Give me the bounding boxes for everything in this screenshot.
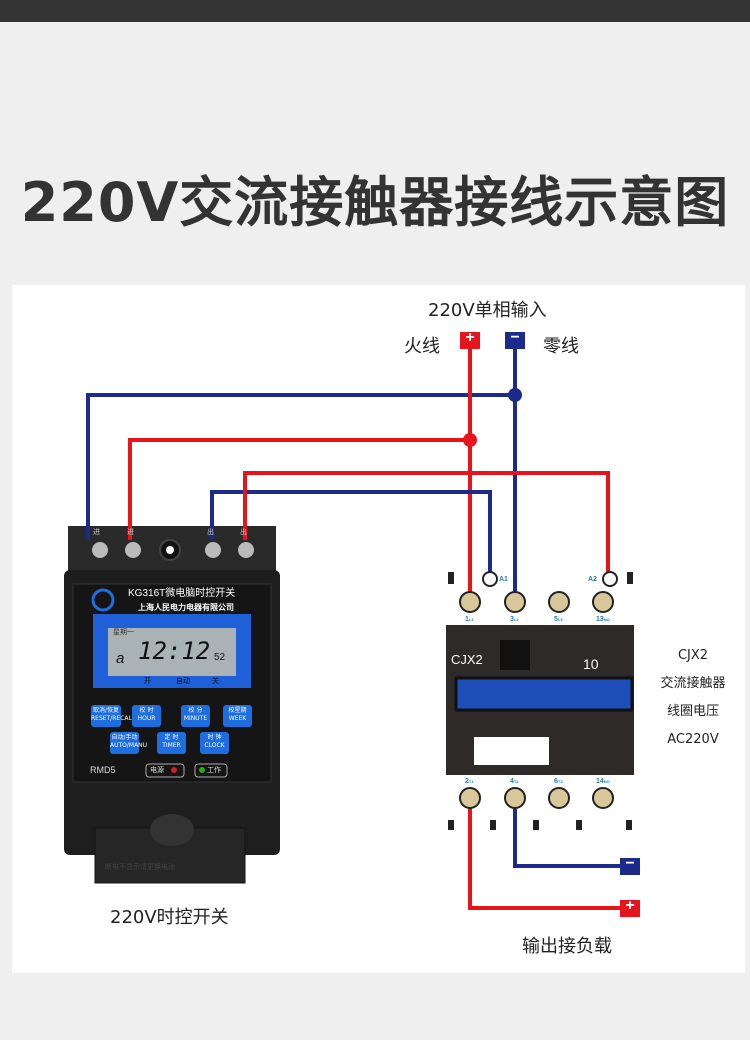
terminal-label: 出 <box>207 528 214 536</box>
plus-symbol: + <box>625 897 635 914</box>
contactor-desc-line: 交流接触器 <box>660 676 726 691</box>
top-bar <box>0 0 750 22</box>
terminal-label: 13NO <box>596 615 610 624</box>
contactor-desc-line: CJX2 <box>677 648 709 663</box>
timer-model: KG316T微电脑时控开关 <box>128 588 236 599</box>
terminal-label: 5L3 <box>554 615 563 624</box>
terminal-number: 3 <box>510 616 514 623</box>
junction-dot <box>463 433 477 447</box>
terminal-sub: T1 <box>468 779 474 784</box>
input-label: 220V单相输入 <box>428 300 547 321</box>
terminal-sub: T2 <box>513 779 519 784</box>
lcd-time: 12:12 <box>138 637 211 665</box>
button-en: AUTO/MANU <box>110 742 148 749</box>
terminal-label: 3L2 <box>510 615 519 624</box>
work-indicator-label: 工作 <box>207 766 221 774</box>
contactor-description: CJX2 交流接触器 线圈电压 AC220V <box>638 642 748 754</box>
button-cn: 定 时 <box>164 734 179 741</box>
junction-dot <box>508 388 522 402</box>
lcd-seconds: 52 <box>214 652 226 663</box>
neutral-wire-output <box>513 798 625 868</box>
button-en: RESET/RECALL <box>91 715 136 722</box>
page-title: 220V交流接触器接线示意图 <box>20 171 730 234</box>
terminal-sub: L2 <box>513 617 519 622</box>
live-wire-output <box>468 798 625 910</box>
terminal-sub: NO <box>603 617 610 622</box>
coil-a1-label: A1 <box>499 576 508 583</box>
neutral-input-icon <box>505 332 525 349</box>
neutral-wire-coil-a1 <box>210 490 492 578</box>
terminal-label: 4T2 <box>510 777 519 786</box>
button-cn: 校星期 <box>228 707 247 714</box>
wires <box>86 348 625 910</box>
terminal-label: 出 <box>240 528 247 536</box>
lcd-state-off: 关 <box>212 678 219 685</box>
terminal-label: 14NO <box>596 777 610 786</box>
lcd-state-auto: 自动 <box>176 678 190 685</box>
terminal-label: 1L1 <box>465 615 474 624</box>
button-cn: 校 时 <box>139 707 154 714</box>
button-cn: 校 分 <box>188 707 203 714</box>
minus-symbol: − <box>510 329 520 346</box>
lcd-state-on: 开 <box>144 678 151 685</box>
lcd-weekday: 星期一 <box>113 629 134 636</box>
output-neutral-icon <box>620 858 640 875</box>
rmd-label: RMD5 <box>90 765 116 775</box>
terminal-number: 13 <box>596 616 604 623</box>
timer-caption: 220V时控开关 <box>110 907 229 928</box>
coil-a2-label: A2 <box>588 576 597 583</box>
terminal-number: 6 <box>554 778 558 785</box>
terminal-number: 5 <box>554 616 558 623</box>
button-cn: 时 钟 <box>207 734 222 741</box>
contactor-desc-line: AC220V <box>667 732 719 747</box>
plus-symbol: + <box>465 329 475 346</box>
live-label: 火线 <box>404 336 440 357</box>
contactor-desc-line: 线圈电压 <box>666 704 719 719</box>
live-wire-coil-a2 <box>243 471 610 578</box>
live-input-icon <box>460 332 480 349</box>
neutral-wire-timer-in <box>86 393 515 540</box>
terminal-sub: T3 <box>557 779 563 784</box>
terminal-sub: NO <box>603 779 610 784</box>
battery-note: 断电不显示请更换电池 <box>105 864 175 871</box>
button-en: HOUR <box>137 715 156 722</box>
terminal-sub: L3 <box>557 617 563 622</box>
button-en: WEEK <box>228 715 247 722</box>
button-en: TIMER <box>162 742 181 749</box>
button-cn: 自动/手动 <box>111 734 138 741</box>
terminal-sub: L1 <box>468 617 474 622</box>
terminal-label: 进 <box>127 528 134 536</box>
button-en: MINUTE <box>183 715 208 722</box>
terminal-label: 进 <box>93 528 100 536</box>
output-live-icon <box>620 900 640 917</box>
minus-symbol: − <box>625 855 635 872</box>
lcd-program: a <box>116 650 125 667</box>
brand-logo <box>91 588 115 612</box>
terminal-number: 14 <box>596 778 604 785</box>
contactor-screws <box>459 571 618 809</box>
terminal-label: 6T3 <box>554 777 563 786</box>
neutral-label: 零线 <box>543 336 579 357</box>
terminal-number: 4 <box>510 778 514 785</box>
button-en: CLOCK <box>204 742 225 749</box>
button-cn: 取消/恢复 <box>92 707 120 714</box>
terminal-number: 1 <box>465 616 469 623</box>
timer-maker: 上海人民电力电器有限公司 <box>138 603 234 612</box>
terminal-label: 2T1 <box>465 777 474 786</box>
contactor-brand: CJX2 <box>451 652 483 667</box>
live-wire-timer-in <box>128 438 470 540</box>
output-label: 输出接负载 <box>522 936 612 957</box>
terminal-number: 2 <box>465 778 469 785</box>
power-indicator-label: 电源 <box>150 766 164 774</box>
contactor-rating: 10 <box>583 656 599 672</box>
